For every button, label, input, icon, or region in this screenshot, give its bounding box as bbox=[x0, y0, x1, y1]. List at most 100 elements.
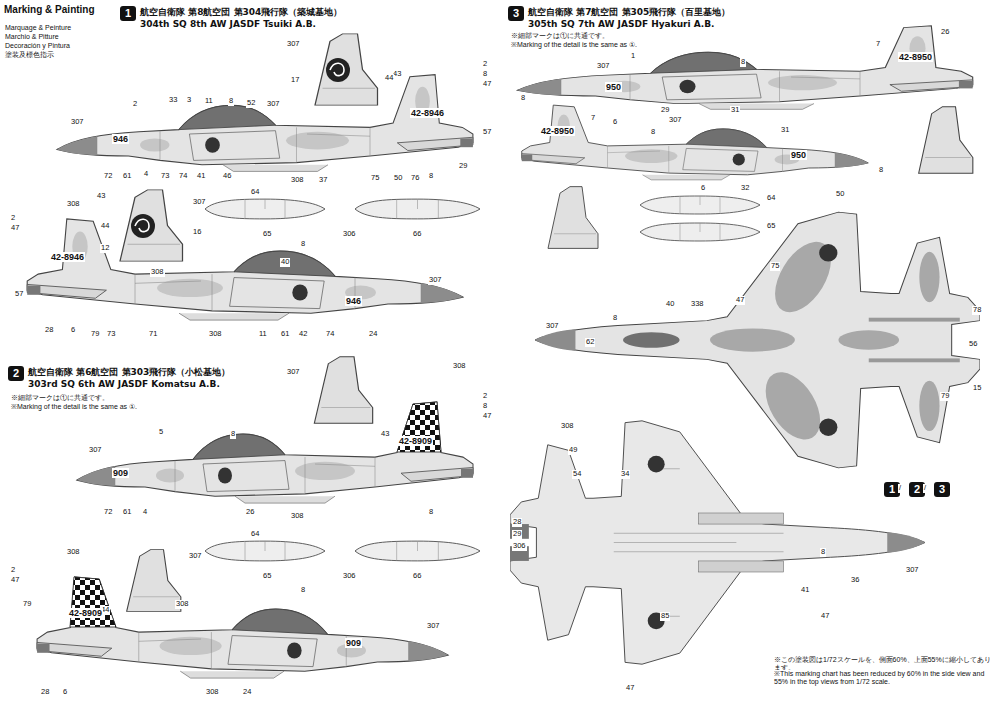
callout-number: 7 bbox=[875, 40, 881, 49]
callout-number: 1 bbox=[630, 52, 636, 61]
view-badge: 3 bbox=[934, 482, 950, 497]
callout-number: 56 bbox=[968, 340, 978, 349]
callout-number: 308 bbox=[66, 200, 81, 209]
callout-number: 2 bbox=[482, 60, 488, 69]
callout-number: 24 bbox=[368, 330, 378, 339]
heading-text: 航空自衛隊 第8航空団 第304飛行隊（築城基地）304th SQ 8th AW… bbox=[140, 6, 342, 30]
callout-number: 75 bbox=[770, 262, 780, 271]
callout-number: 308 bbox=[150, 268, 165, 277]
callout-number: 79 bbox=[22, 600, 32, 609]
callout-number: 40 bbox=[280, 258, 290, 267]
unit-name-english: 304th SQ 8th AW JASDF Tsuiki A.B. bbox=[140, 18, 342, 30]
callout-number: 306 bbox=[512, 542, 527, 551]
callout-number: 11 bbox=[204, 97, 214, 106]
callout-number: 307 bbox=[266, 100, 281, 109]
aircraft-code: 909 bbox=[345, 638, 362, 648]
callout-number: 307 bbox=[426, 622, 441, 631]
callout-number: 79 bbox=[90, 330, 100, 339]
callout-number: 47 bbox=[820, 612, 830, 621]
callout-number: 5 bbox=[158, 428, 164, 437]
aircraft-code: 946 bbox=[112, 134, 129, 144]
callout-number: 29 bbox=[458, 162, 468, 171]
callout-number: 47 bbox=[482, 412, 492, 421]
chart-title: Marking & Painting bbox=[4, 4, 95, 15]
section-number: 1 bbox=[120, 6, 136, 21]
callout-number: 308 bbox=[290, 512, 305, 521]
callout-number: 44 bbox=[100, 222, 110, 231]
callout-number: 31 bbox=[730, 106, 740, 115]
aircraft-code: 42-8946 bbox=[410, 108, 445, 118]
callout-number: 8 bbox=[428, 172, 434, 181]
callout-number: 73 bbox=[106, 330, 116, 339]
aircraft-code: 42-8950 bbox=[898, 52, 933, 62]
callout-number: 33 bbox=[168, 96, 178, 105]
callout-number: 307 bbox=[668, 116, 683, 125]
callout-number: 4 bbox=[142, 508, 148, 517]
unit-name-english: 303rd SQ 6th AW JASDF Komatsu A.B. bbox=[28, 378, 230, 390]
callout-number: 47 bbox=[482, 80, 492, 89]
callout-number: 65 bbox=[262, 572, 272, 581]
callout-number: 307 bbox=[286, 40, 301, 49]
callout-number: 12 bbox=[100, 244, 110, 253]
aircraft-code: 42-8946 bbox=[50, 252, 85, 262]
callout-number: 74 bbox=[325, 330, 335, 339]
callout-number: 24 bbox=[242, 688, 252, 697]
callout-number: 40 bbox=[665, 300, 675, 309]
heading-text: 航空自衛隊 第6航空団 第303飛行隊（小松基地）303rd SQ 6th AW… bbox=[28, 366, 230, 390]
section-number: 3 bbox=[508, 6, 524, 21]
callout-number: 308 bbox=[560, 422, 575, 431]
unit-name-japanese: 航空自衛隊 第8航空団 第304飛行隊（築城基地） bbox=[140, 6, 342, 18]
callout-number: 8 bbox=[428, 508, 434, 517]
note-text: ※細部マークは①に共通です。 bbox=[10, 394, 110, 402]
callout-number: 37 bbox=[318, 176, 328, 185]
callout-number: 57 bbox=[482, 128, 492, 137]
aircraft-code: 946 bbox=[345, 296, 362, 306]
callout-number: 11 bbox=[258, 330, 268, 339]
callout-number: 28 bbox=[512, 518, 522, 527]
callout-number: 43 bbox=[380, 430, 390, 439]
callout-number: 8 bbox=[300, 586, 306, 595]
callout-number: 46 bbox=[222, 172, 232, 181]
callout-number: 49 bbox=[568, 446, 578, 455]
callout-number: 47 bbox=[625, 684, 635, 693]
callout-number: 8 bbox=[482, 402, 488, 411]
callout-number: 65 bbox=[766, 222, 776, 231]
callout-number: 54 bbox=[572, 470, 582, 479]
section-number: 3 bbox=[934, 482, 950, 497]
separator: / bbox=[923, 484, 927, 493]
callout-number: 4 bbox=[143, 170, 149, 179]
callout-number: 41 bbox=[196, 172, 206, 181]
callout-number: 308 bbox=[452, 362, 467, 371]
callout-number: 61 bbox=[122, 172, 132, 181]
callout-number: 62 bbox=[585, 338, 595, 347]
note-text: 塗装及標色指示 bbox=[4, 51, 55, 59]
callout-number: 8 bbox=[650, 128, 656, 137]
callout-number: 64 bbox=[250, 530, 260, 539]
callout-number: 308 bbox=[290, 176, 305, 185]
callout-number: 50 bbox=[393, 174, 403, 183]
callout-number: 308 bbox=[205, 688, 220, 697]
section-heading: 3航空自衛隊 第7航空団 第305飛行隊（百里基地）305th SQ 7th A… bbox=[508, 6, 730, 30]
callout-number: 306 bbox=[342, 572, 357, 581]
callout-number: 8 bbox=[230, 430, 236, 439]
callout-number: 307 bbox=[88, 446, 103, 455]
aircraft-code: 950 bbox=[790, 150, 807, 160]
callout-number: 52 bbox=[246, 99, 256, 108]
callout-number: 34 bbox=[620, 470, 630, 479]
callout-number: 26 bbox=[940, 28, 950, 37]
callout-number: 36 bbox=[850, 576, 860, 585]
callout-number: 8 bbox=[740, 58, 746, 67]
callout-number: 76 bbox=[410, 174, 420, 183]
section-heading: 2航空自衛隊 第6航空団 第303飛行隊（小松基地）303rd SQ 6th A… bbox=[8, 366, 230, 390]
unit-name-japanese: 航空自衛隊 第7航空団 第305飛行隊（百里基地） bbox=[528, 6, 730, 18]
callout-number: 8 bbox=[612, 314, 618, 323]
callout-number: 6 bbox=[612, 118, 618, 127]
callout-number: 307 bbox=[428, 276, 443, 285]
callout-number: 338 bbox=[690, 300, 705, 309]
callout-number: 2 bbox=[10, 214, 16, 223]
callout-number: 42 bbox=[298, 330, 308, 339]
callout-number: 65 bbox=[262, 230, 272, 239]
callout-number: 8 bbox=[482, 70, 488, 79]
callout-number: 66 bbox=[412, 230, 422, 239]
